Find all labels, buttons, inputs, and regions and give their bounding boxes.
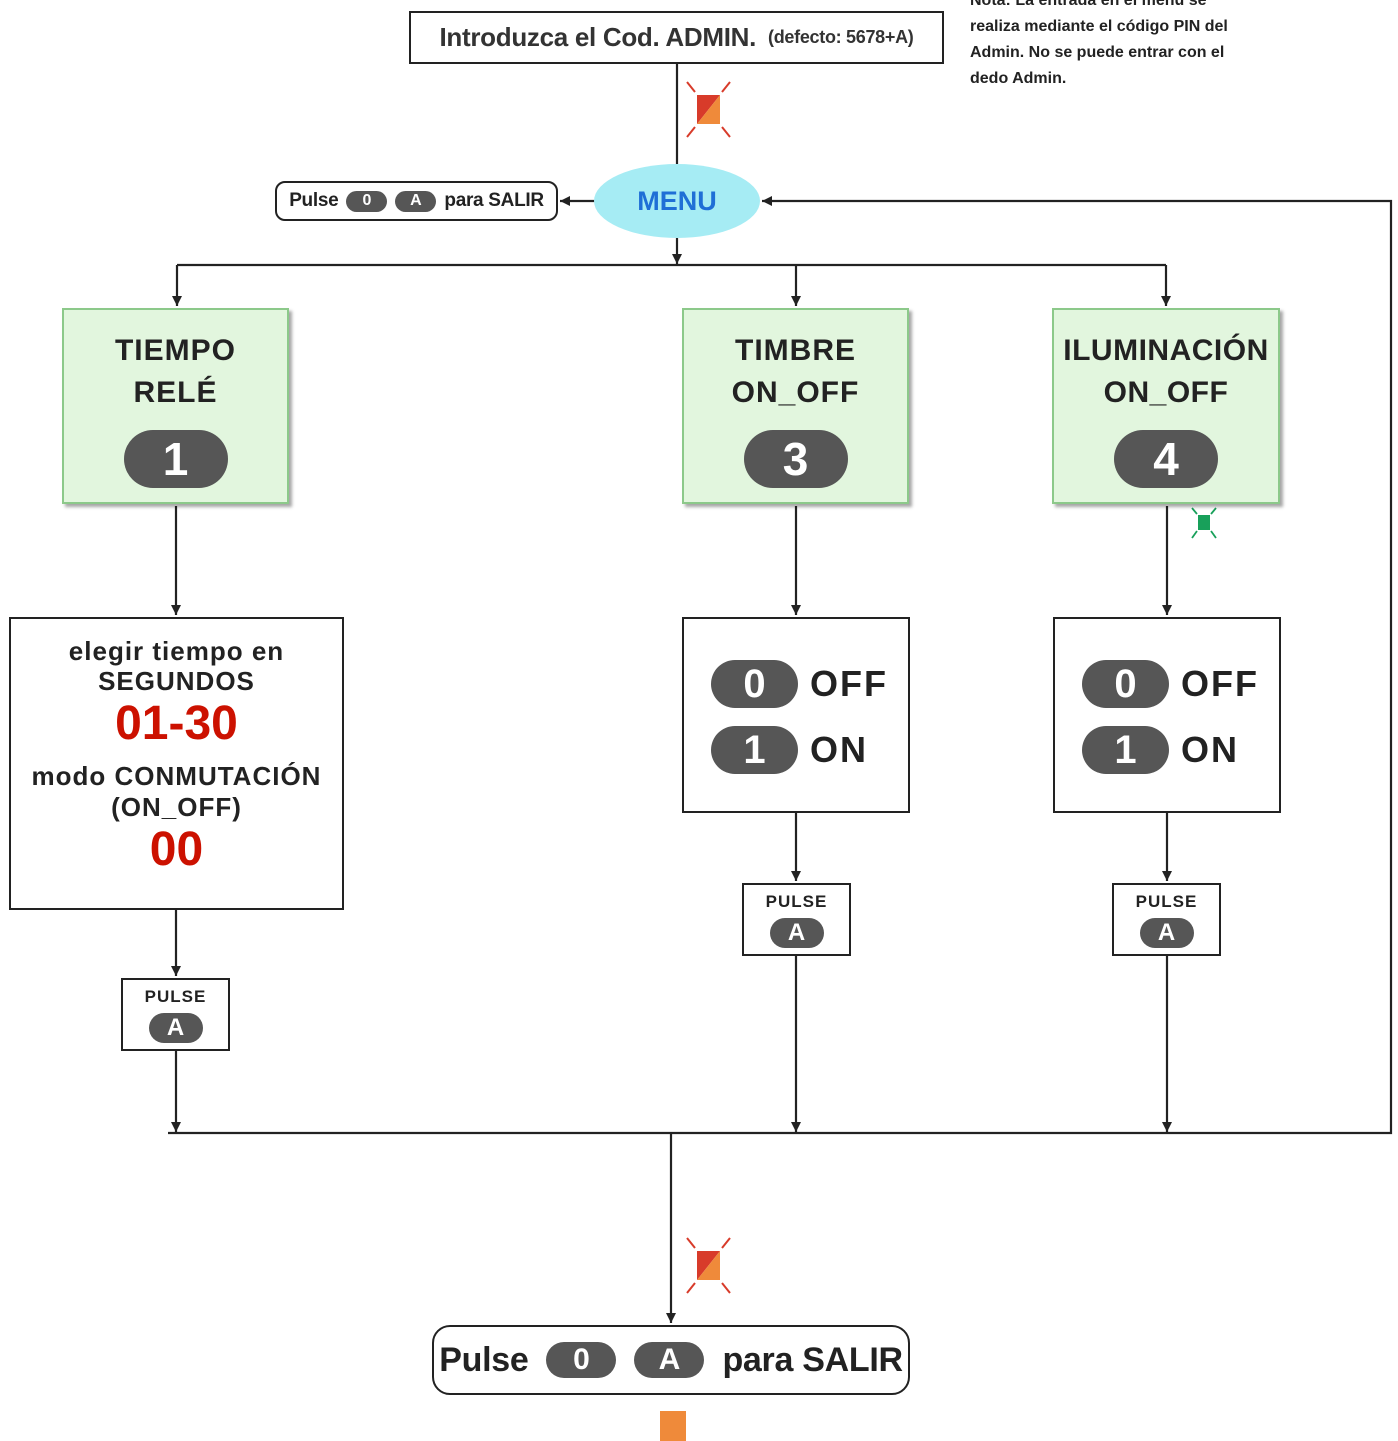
exit-small-suffix: para SALIR xyxy=(444,190,544,211)
relay-detail-line3: modo CONMUTACIÓN xyxy=(31,761,322,791)
timbre-key-1: 1 xyxy=(711,726,798,774)
note-line-2: realiza mediante el código PIN del xyxy=(970,18,1228,35)
admin-code-box: Introduzca el Cod. ADMIN. (defecto: 5678… xyxy=(409,11,944,64)
key-a-small: A xyxy=(395,190,437,212)
ilum-label-off: OFF xyxy=(1181,663,1259,704)
key-a-big: A xyxy=(634,1342,705,1378)
timbre-toggle-box: 0 OFF 1 ON xyxy=(682,617,910,813)
option-iluminacion: ILUMINACIÓN ON_OFF 4 xyxy=(1052,308,1280,504)
option-3-title-line2: ON_OFF xyxy=(731,376,860,409)
led-blink-icon-bottom xyxy=(686,1237,731,1294)
option-1-title-line2: RELÉ xyxy=(133,376,218,409)
option-4-title-line2: ON_OFF xyxy=(1103,376,1229,409)
note-line-1: Nota: La entrada en el menú se xyxy=(970,0,1207,9)
key-0-big: 0 xyxy=(546,1342,617,1378)
menu-label: MENU xyxy=(637,185,717,216)
pulse-key-a: A xyxy=(1139,918,1194,948)
pulse-box-iluminacion: PULSE A xyxy=(1112,883,1221,956)
exit-big-suffix: para SALIR xyxy=(722,1340,903,1379)
option-4-title-line1: ILUMINACIÓN xyxy=(1063,334,1269,367)
led-blink-icon-top xyxy=(686,81,731,138)
return-loop xyxy=(168,196,1393,1135)
admin-code-label: Introduzca el Cod. ADMIN. xyxy=(439,22,757,52)
option-3-title-line1: TIMBRE xyxy=(735,334,856,367)
key-0-small: 0 xyxy=(346,190,388,212)
pulse-key-a: A xyxy=(148,1013,203,1043)
timbre-label-off: OFF xyxy=(810,663,888,704)
exit-small-pulse: Pulse xyxy=(289,190,339,211)
pulse-label: PULSE xyxy=(144,987,207,1006)
relay-detail-line4: (ON_OFF) xyxy=(111,792,242,822)
note-text: Nota: La entrada en el menú se realiza m… xyxy=(970,0,1390,92)
pulse-box-timbre: PULSE A xyxy=(742,883,851,956)
option-timbre: TIMBRE ON_OFF 3 xyxy=(682,308,909,504)
iluminacion-toggle-box: 0 OFF 1 ON xyxy=(1053,617,1281,813)
key-1: 1 xyxy=(123,430,228,488)
admin-default-label: (defecto: 5678+A) xyxy=(768,27,914,47)
relay-detail-line2: SEGUNDOS xyxy=(98,666,255,696)
ilum-key-0: 0 xyxy=(1082,660,1169,708)
pulse-label: PULSE xyxy=(1135,892,1198,911)
key-4: 4 xyxy=(1114,430,1218,488)
option-tiempo-rele: TIEMPO RELÉ 1 xyxy=(62,308,289,504)
led-green-icon xyxy=(1191,507,1217,539)
pulse-key-a: A xyxy=(769,918,824,948)
pulse-label: PULSE xyxy=(765,892,828,911)
menu-node[interactable]: MENU xyxy=(594,164,760,238)
relay-code-value: 00 xyxy=(149,823,204,876)
relay-range-value: 01-30 xyxy=(115,697,238,750)
relay-detail-box: elegir tiempo en SEGUNDOS 01-30 modo CON… xyxy=(9,617,344,910)
note-line-4: dedo Admin. xyxy=(970,70,1067,87)
exit-box-small: Pulse 0 A para SALIR xyxy=(275,181,558,221)
key-3: 3 xyxy=(743,430,848,488)
option-1-title-line1: TIEMPO xyxy=(114,334,236,367)
timbre-label-on: ON xyxy=(810,729,868,770)
ilum-label-on: ON xyxy=(1181,729,1239,770)
timbre-key-0: 0 xyxy=(711,660,798,708)
note-line-3: Admin. No se puede entrar con el xyxy=(970,44,1225,61)
led-orange-icon xyxy=(660,1411,686,1441)
relay-detail-line1: elegir tiempo en xyxy=(68,636,285,666)
exit-box-big: Pulse 0 A para SALIR xyxy=(432,1325,910,1395)
pulse-box-relay: PULSE A xyxy=(121,978,230,1051)
exit-big-pulse: Pulse xyxy=(439,1340,529,1379)
ilum-key-1: 1 xyxy=(1082,726,1169,774)
